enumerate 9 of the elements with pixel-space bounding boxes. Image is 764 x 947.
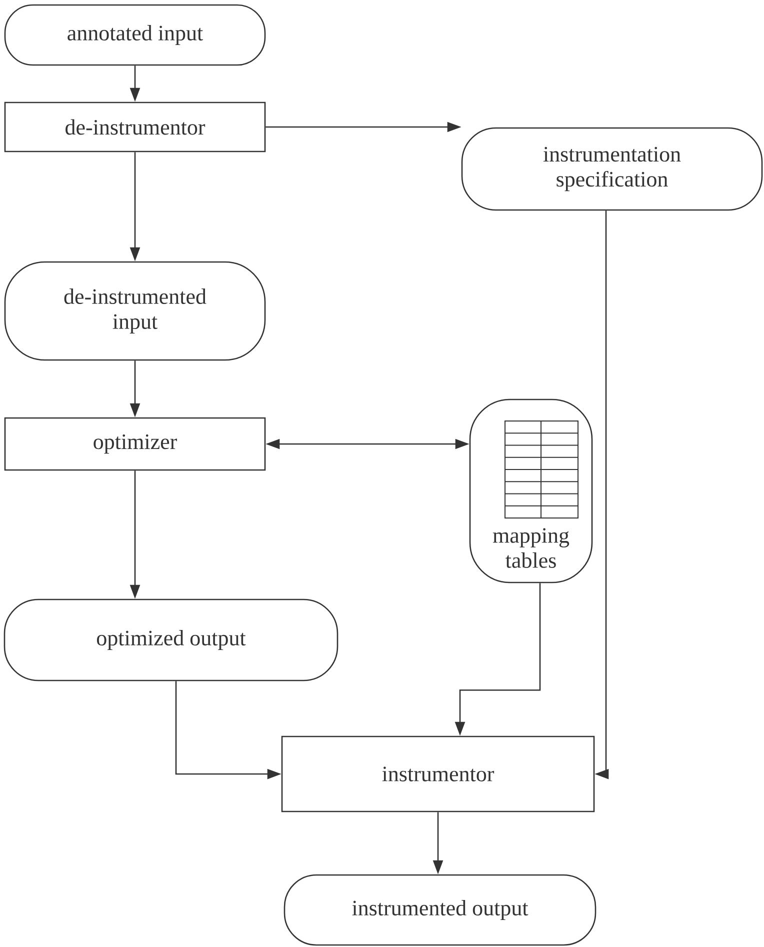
rounded-box: optimized output	[4, 598, 338, 682]
rounded-box: instrumented output	[284, 874, 596, 946]
process-box: de-instrumentor	[4, 102, 266, 152]
rounded-box: instrumentation specification	[461, 127, 763, 211]
process-box: instrumentor	[281, 736, 595, 812]
process-box: optimizer	[4, 417, 266, 471]
rounded-box: de-instrumented input	[4, 261, 266, 361]
rounded-box: mapping tables	[469, 398, 593, 584]
rounded-box: annotated input	[4, 4, 266, 66]
